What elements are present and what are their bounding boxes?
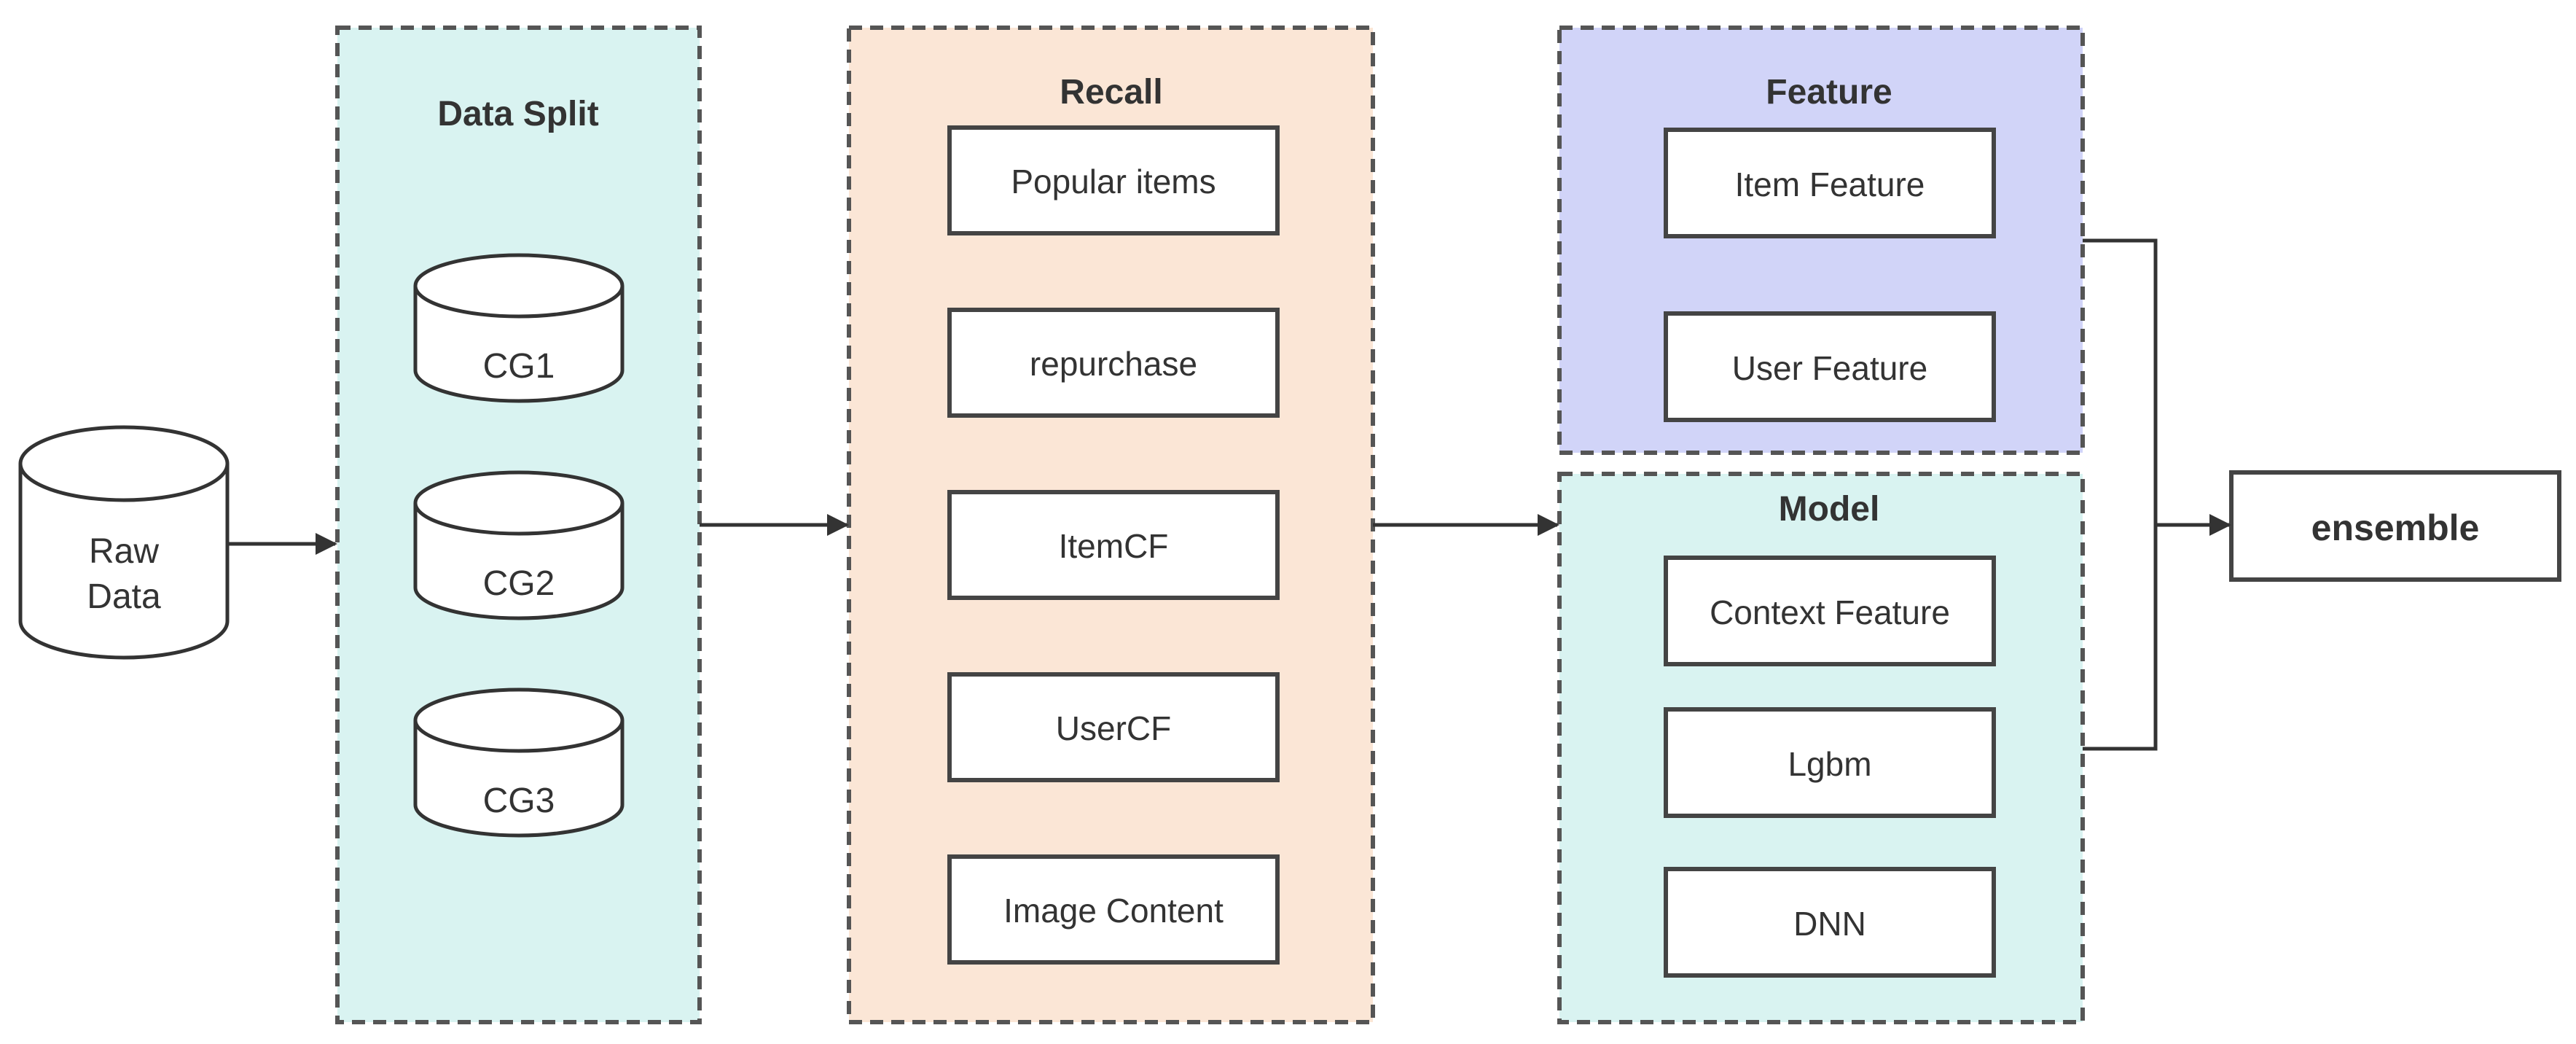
item-feature-label: Item Feature (1735, 165, 1925, 203)
data-split-title: Data Split (437, 95, 598, 133)
lgbm-box (1664, 707, 1996, 818)
recall-image-content-box (947, 854, 1280, 965)
context-feature-box (1664, 556, 1996, 666)
context-feature-label: Context Feature (1710, 593, 1950, 631)
user-feature-box (1664, 311, 1996, 422)
model-title: Model (1779, 490, 1880, 529)
cg-node: CG2 (413, 470, 625, 620)
recall-repurchase-box (947, 308, 1280, 418)
recall-itemcf-box (947, 490, 1280, 600)
item-feature-box (1664, 128, 1996, 238)
recall-image-content-label: Image Content (1003, 892, 1224, 930)
recall-repurchase-label: repurchase (1030, 345, 1197, 383)
raw-data-label-line1: Raw (89, 532, 159, 571)
recall-popular-items-box (947, 125, 1280, 235)
recall-itemcf-label: ItemCF (1059, 527, 1169, 565)
recall-usercf-label: UserCF (1056, 709, 1171, 747)
feature-title: Feature (1766, 73, 1892, 112)
user-feature-label: User Feature (1732, 349, 1927, 387)
ensemble-box (2229, 470, 2561, 582)
cg-node: CG1 (413, 253, 625, 403)
raw-data-label-line2: Data (87, 577, 161, 616)
cg-node: CG3 (413, 687, 625, 838)
cg3-label: CG3 (483, 782, 555, 820)
feature-to-ensemble-line (2083, 238, 2158, 751)
cg2-label: CG2 (483, 564, 555, 603)
recall-popular-items-label: Popular items (1011, 163, 1215, 200)
dnn-box (1664, 867, 1996, 978)
dnn-label: DNN (1793, 905, 1866, 943)
raw-data-node: Raw Data (18, 425, 230, 660)
recall-usercf-box (947, 672, 1280, 782)
cg1-label: CG1 (483, 347, 555, 386)
recall-title: Recall (1060, 73, 1162, 112)
ensemble-label: ensemble (2311, 507, 2480, 548)
lgbm-label: Lgbm (1788, 745, 1871, 783)
